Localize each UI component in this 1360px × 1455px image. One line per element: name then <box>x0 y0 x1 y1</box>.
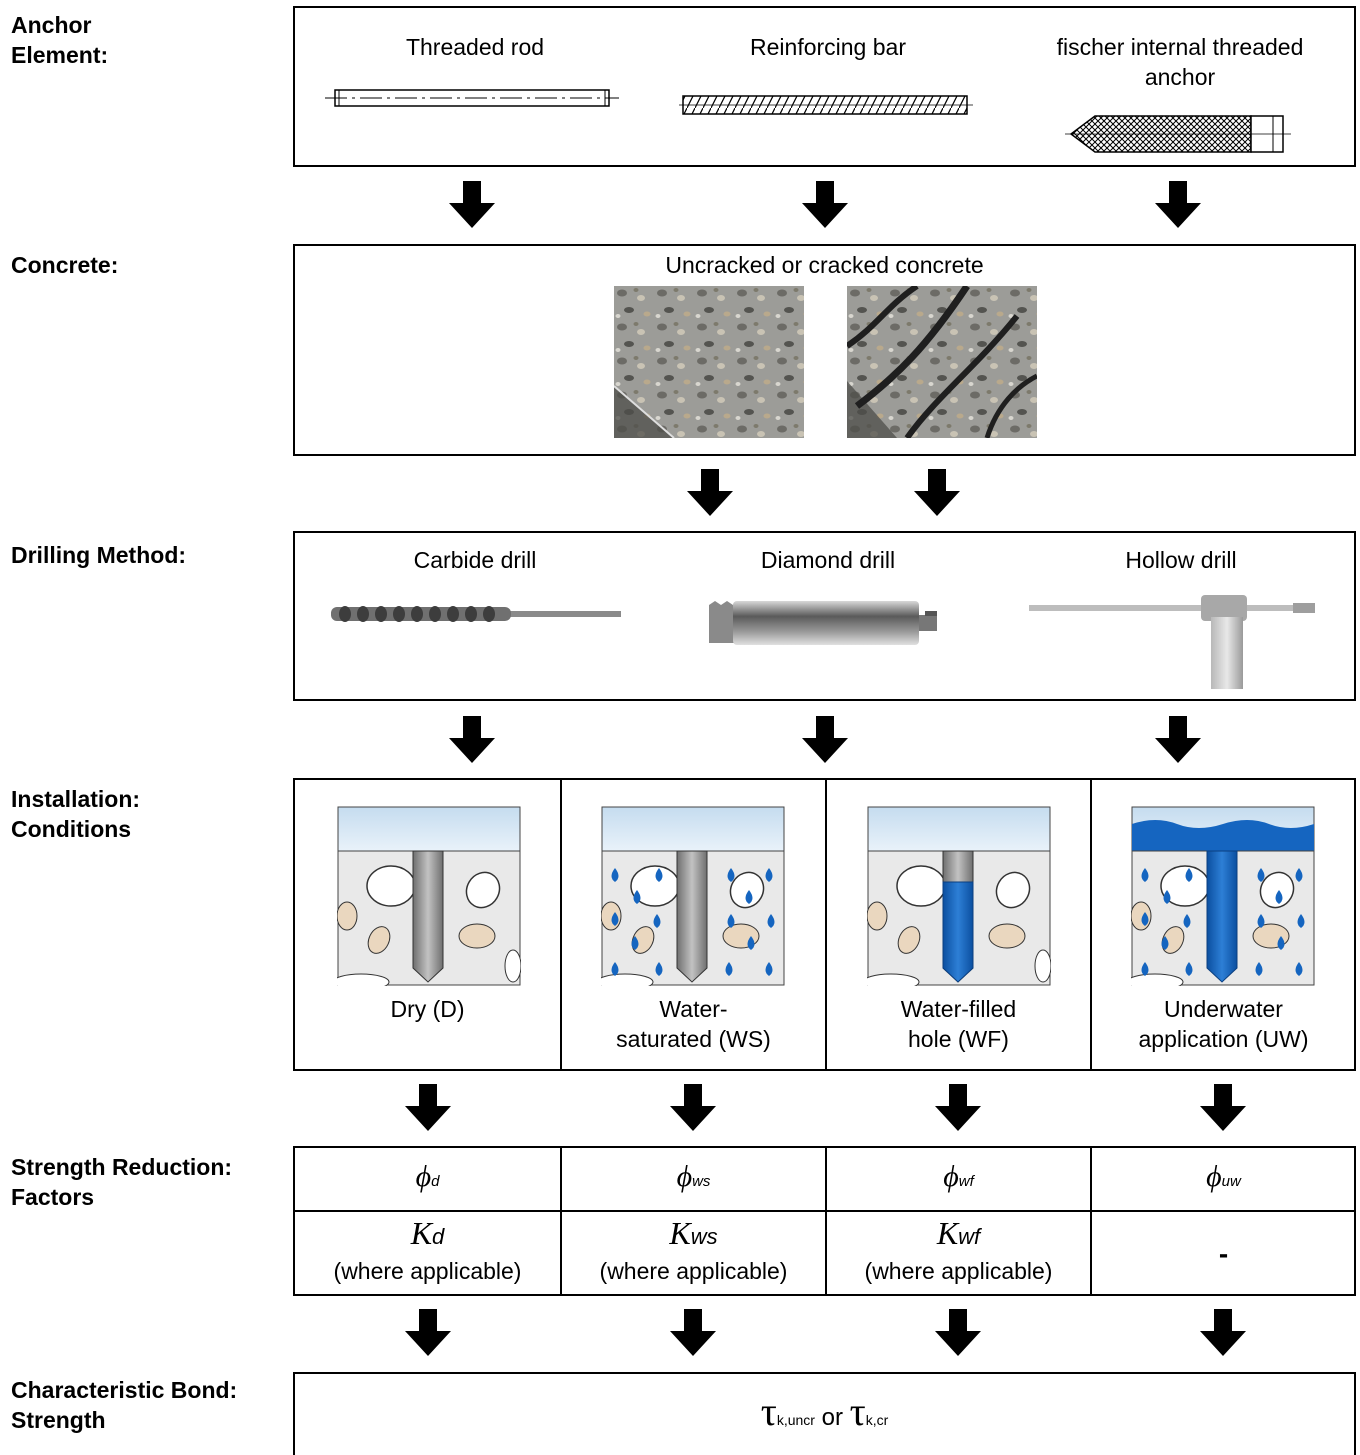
strength-reduction-factors-table: ϕd ϕws ϕwf ϕuw Kd (where applicable) Kws… <box>293 1146 1356 1296</box>
flow-arrow-icon <box>935 1084 981 1131</box>
flow-arrow-icon <box>405 1309 451 1356</box>
phi-d-factor: ϕd <box>415 1160 440 1193</box>
underwater-condition-caption: Underwater application (UW) <box>1138 996 1309 1052</box>
characteristic-bond-strength-box: τk,uncr or τk,cr <box>293 1372 1356 1455</box>
cracked-concrete-image <box>847 286 1037 438</box>
drilling-method-box: Carbide drill Diamond drill Hollow drill <box>293 531 1356 701</box>
k-d-factor: Kd (where applicable) <box>333 1215 522 1284</box>
water-saturated-condition-caption: Water- saturated (WS) <box>616 996 771 1052</box>
reinforcing-bar-image <box>679 95 973 115</box>
flow-arrow-icon <box>1155 181 1201 228</box>
uncracked-concrete-image <box>614 286 804 438</box>
internal-threaded-anchor-caption: fischer internal threaded anchor <box>1056 34 1304 90</box>
threaded-rod-image <box>325 89 619 107</box>
bond-strength-formula: τk,uncr or τk,cr <box>760 1389 889 1434</box>
flow-arrow-icon <box>1200 1084 1246 1131</box>
concrete-caption: Uncracked or cracked concrete <box>665 252 984 278</box>
concrete-label: Concrete: <box>11 252 119 278</box>
flow-arrow-icon <box>449 181 495 228</box>
diamond-drill-caption: Diamond drill <box>760 547 896 573</box>
underwater-condition-image <box>1131 806 1315 986</box>
concrete-box: Uncracked or cracked concrete <box>293 244 1356 456</box>
k-wf-factor: Kwf (where applicable) <box>864 1215 1053 1284</box>
hollow-drill-image <box>1029 595 1315 689</box>
flow-arrow-icon <box>687 469 733 516</box>
flow-arrow-icon <box>670 1084 716 1131</box>
water-filled-hole-condition-image <box>867 806 1051 986</box>
flow-arrow-icon <box>670 1309 716 1356</box>
anchor-element-label: Anchor Element: <box>11 12 109 68</box>
carbide-drill-caption: Carbide drill <box>413 547 537 573</box>
flow-arrow-icon <box>802 716 848 763</box>
flow-arrow-icon <box>1155 716 1201 763</box>
k-ws-factor: Kws (where applicable) <box>599 1215 788 1284</box>
strength-reduction-factors-label: Strength Reduction: Factors <box>11 1154 233 1210</box>
reinforcing-bar-caption: Reinforcing bar <box>750 34 906 60</box>
water-filled-hole-condition-caption: Water-filled hole (WF) <box>900 996 1017 1052</box>
carbide-drill-image <box>331 606 621 622</box>
characteristic-bond-strength-label: Characteristic Bond: Strength <box>11 1377 238 1433</box>
drilling-method-label: Drilling Method: <box>11 542 187 568</box>
flow-arrow-icon <box>802 181 848 228</box>
flow-arrow-icon <box>935 1309 981 1356</box>
phi-ws-factor: ϕws <box>676 1160 711 1193</box>
phi-wf-factor: ϕwf <box>943 1160 974 1193</box>
hollow-drill-caption: Hollow drill <box>1125 547 1237 573</box>
dry-condition-caption: Dry (D) <box>390 996 465 1022</box>
installation-conditions-label: Installation: Conditions <box>11 786 141 842</box>
water-saturated-condition-image <box>601 806 785 986</box>
dry-condition-image <box>337 806 521 986</box>
internal-threaded-anchor-image <box>1065 115 1291 153</box>
flow-arrow-icon <box>449 716 495 763</box>
flow-arrow-icon <box>914 469 960 516</box>
installation-conditions-box: Dry (D) Water- saturated (WS) <box>293 778 1356 1071</box>
k-uw-factor: - <box>1218 1238 1229 1269</box>
diamond-drill-image <box>709 601 937 645</box>
flow-arrow-icon <box>405 1084 451 1131</box>
threaded-rod-caption: Threaded rod <box>405 34 545 60</box>
anchor-element-box: Threaded rod Reinforcing bar fischer int… <box>293 6 1356 167</box>
phi-uw-factor: ϕuw <box>1206 1160 1241 1193</box>
flow-arrow-icon <box>1200 1309 1246 1356</box>
